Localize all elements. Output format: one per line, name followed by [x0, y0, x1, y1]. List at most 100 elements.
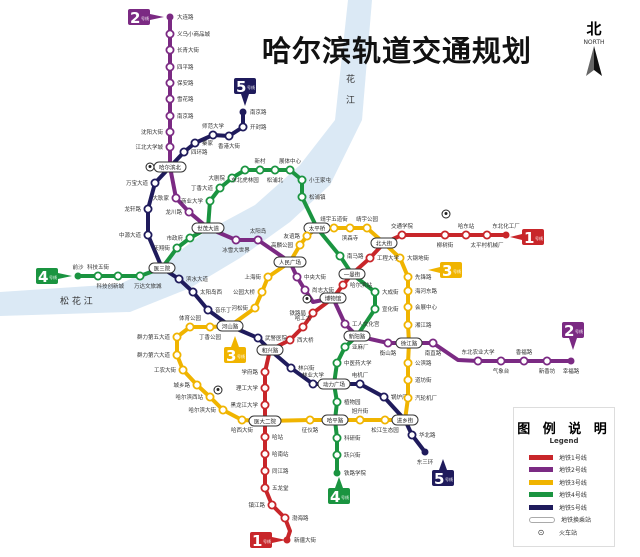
transfer-station-marker[interactable]	[216, 320, 244, 332]
station-marker[interactable]	[227, 173, 237, 183]
station-marker[interactable]	[179, 147, 189, 157]
transfer-station-marker[interactable]	[256, 344, 284, 356]
terminal-station-marker[interactable]	[421, 448, 429, 456]
transfer-station-marker[interactable]	[248, 415, 282, 427]
station-marker[interactable]	[482, 230, 492, 240]
station-marker[interactable]	[215, 183, 225, 193]
station-marker[interactable]	[308, 308, 318, 318]
station-marker[interactable]	[203, 305, 213, 315]
station-marker[interactable]	[395, 253, 405, 263]
station-marker[interactable]	[165, 45, 175, 55]
station-marker[interactable]	[370, 287, 380, 297]
station-marker[interactable]	[185, 233, 195, 243]
station-marker[interactable]	[285, 335, 295, 345]
station-marker[interactable]	[403, 375, 413, 385]
station-marker[interactable]	[383, 338, 393, 348]
station-marker[interactable]	[165, 94, 175, 104]
station-marker[interactable]	[165, 29, 175, 39]
station-marker[interactable]	[345, 223, 355, 233]
station-marker[interactable]	[172, 350, 182, 360]
station-marker[interactable]	[292, 272, 302, 282]
station-marker[interactable]	[224, 131, 234, 141]
station-marker[interactable]	[355, 415, 365, 425]
station-marker[interactable]	[255, 165, 265, 175]
station-marker[interactable]	[332, 358, 342, 368]
station-marker[interactable]	[403, 302, 413, 312]
terminal-station-marker[interactable]	[74, 272, 82, 280]
station-marker[interactable]	[362, 223, 372, 233]
transfer-station-marker[interactable]	[338, 268, 366, 280]
station-marker[interactable]	[496, 356, 506, 366]
station-marker[interactable]	[205, 392, 215, 402]
station-marker[interactable]	[185, 322, 195, 332]
station-marker[interactable]	[260, 400, 270, 410]
station-marker[interactable]	[332, 433, 342, 443]
station-marker[interactable]	[218, 405, 228, 415]
station-marker[interactable]	[297, 175, 307, 185]
station-marker[interactable]	[184, 207, 194, 217]
station-marker[interactable]	[295, 240, 305, 250]
station-marker[interactable]	[188, 287, 198, 297]
station-marker[interactable]	[379, 392, 389, 402]
station-marker[interactable]	[340, 342, 350, 352]
station-marker[interactable]	[205, 322, 215, 332]
station-marker[interactable]	[231, 235, 241, 245]
transfer-station-marker[interactable]	[273, 256, 307, 268]
station-marker[interactable]	[260, 449, 270, 459]
station-marker[interactable]	[257, 287, 267, 297]
station-marker[interactable]	[165, 78, 175, 88]
station-marker[interactable]	[338, 280, 348, 290]
station-marker[interactable]	[286, 363, 296, 373]
station-marker[interactable]	[260, 383, 270, 393]
station-marker[interactable]	[297, 192, 307, 202]
station-marker[interactable]	[192, 380, 202, 390]
station-marker[interactable]	[263, 272, 273, 282]
station-marker[interactable]	[329, 223, 339, 233]
transfer-station-marker[interactable]	[321, 414, 349, 426]
station-marker[interactable]	[208, 130, 218, 140]
station-marker[interactable]	[260, 432, 270, 442]
station-marker[interactable]	[461, 230, 471, 240]
station-marker[interactable]	[150, 178, 160, 188]
station-marker[interactable]	[253, 333, 263, 343]
station-marker[interactable]	[165, 62, 175, 72]
station-marker[interactable]	[403, 393, 413, 403]
terminal-station-marker[interactable]	[239, 108, 247, 116]
station-marker[interactable]	[238, 122, 248, 132]
terminal-station-marker[interactable]	[283, 536, 291, 544]
station-marker[interactable]	[237, 415, 247, 425]
station-marker[interactable]	[355, 379, 365, 389]
station-marker[interactable]	[519, 356, 529, 366]
station-marker[interactable]	[280, 513, 290, 523]
station-marker[interactable]	[308, 379, 318, 389]
station-marker[interactable]	[270, 165, 280, 175]
station-marker[interactable]	[403, 286, 413, 296]
station-marker[interactable]	[174, 274, 184, 284]
station-marker[interactable]	[305, 415, 315, 425]
transfer-station-marker[interactable]	[395, 337, 423, 349]
station-marker[interactable]	[380, 415, 390, 425]
station-marker[interactable]	[171, 193, 181, 203]
station-marker[interactable]	[302, 231, 312, 241]
station-marker[interactable]	[93, 271, 103, 281]
station-marker[interactable]	[403, 358, 413, 368]
station-marker[interactable]	[165, 127, 175, 137]
station-marker[interactable]	[332, 450, 342, 460]
station-marker[interactable]	[190, 138, 200, 148]
terminal-station-marker[interactable]	[502, 231, 510, 239]
terminal-station-marker[interactable]	[567, 357, 575, 365]
transfer-station-marker[interactable]	[319, 292, 347, 304]
station-marker[interactable]	[300, 285, 310, 295]
station-marker[interactable]	[335, 251, 345, 261]
station-marker[interactable]	[172, 243, 182, 253]
station-marker[interactable]	[143, 230, 153, 240]
station-marker[interactable]	[285, 165, 295, 175]
station-marker[interactable]	[205, 196, 215, 206]
station-marker[interactable]	[260, 483, 270, 493]
station-marker[interactable]	[172, 332, 182, 342]
station-marker[interactable]	[440, 230, 450, 240]
station-marker[interactable]	[332, 397, 342, 407]
terminal-station-marker[interactable]	[333, 469, 341, 477]
station-marker[interactable]	[397, 230, 407, 240]
station-marker[interactable]	[403, 320, 413, 330]
